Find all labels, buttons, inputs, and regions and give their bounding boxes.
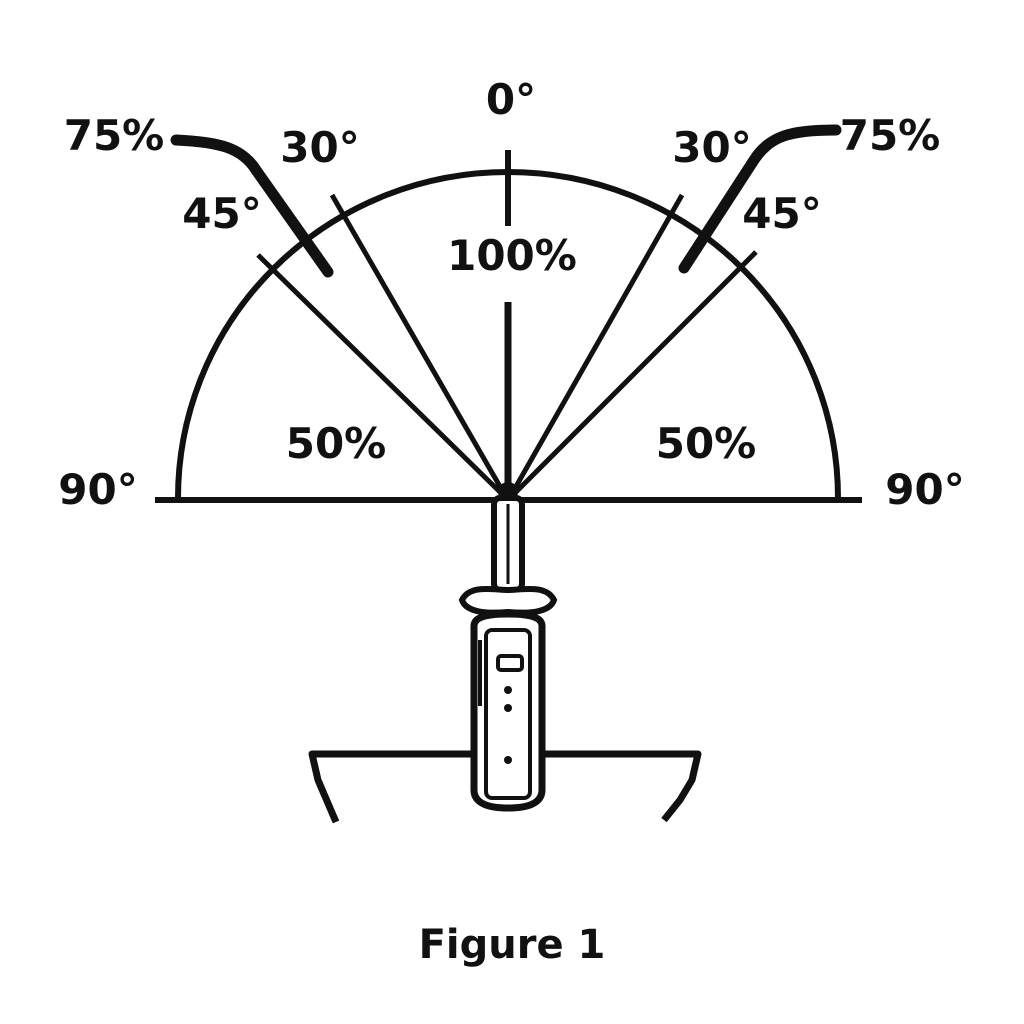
label-30-degree-right: 30° [672,123,751,172]
label-50-percent-left: 50% [286,419,387,468]
ray-45-left [256,253,502,494]
ray-45-right [514,250,758,494]
label-50-percent-right: 50% [656,419,757,468]
fixture-body-inner [484,628,532,800]
fixture-slot [496,654,524,672]
mounting-bracket [308,750,474,824]
curve-75-right [678,124,842,274]
label-45-degree-right: 45° [742,189,821,238]
curve-75-left [170,134,334,278]
ray-30-right [511,193,685,492]
label-0-degree: 0° [486,75,536,124]
label-75-percent-right: 75% [840,111,941,160]
fixture-dot-2 [504,704,512,712]
fixture-dot-1 [504,686,512,694]
figure-caption: Figure 1 [419,922,606,968]
mounting-bracket-right [542,750,702,823]
label-90-degree-left: 90° [58,465,137,514]
label-100-percent: 100% [447,231,577,280]
label-90-degree-right: 90° [885,465,964,514]
label-45-degree-left: 45° [182,189,261,238]
label-30-degree-left: 30° [280,123,359,172]
fixture-collar [458,585,558,616]
fixture-dot-3 [504,756,512,764]
ray-30-left [329,193,505,492]
label-75-percent-left: 75% [64,111,165,160]
